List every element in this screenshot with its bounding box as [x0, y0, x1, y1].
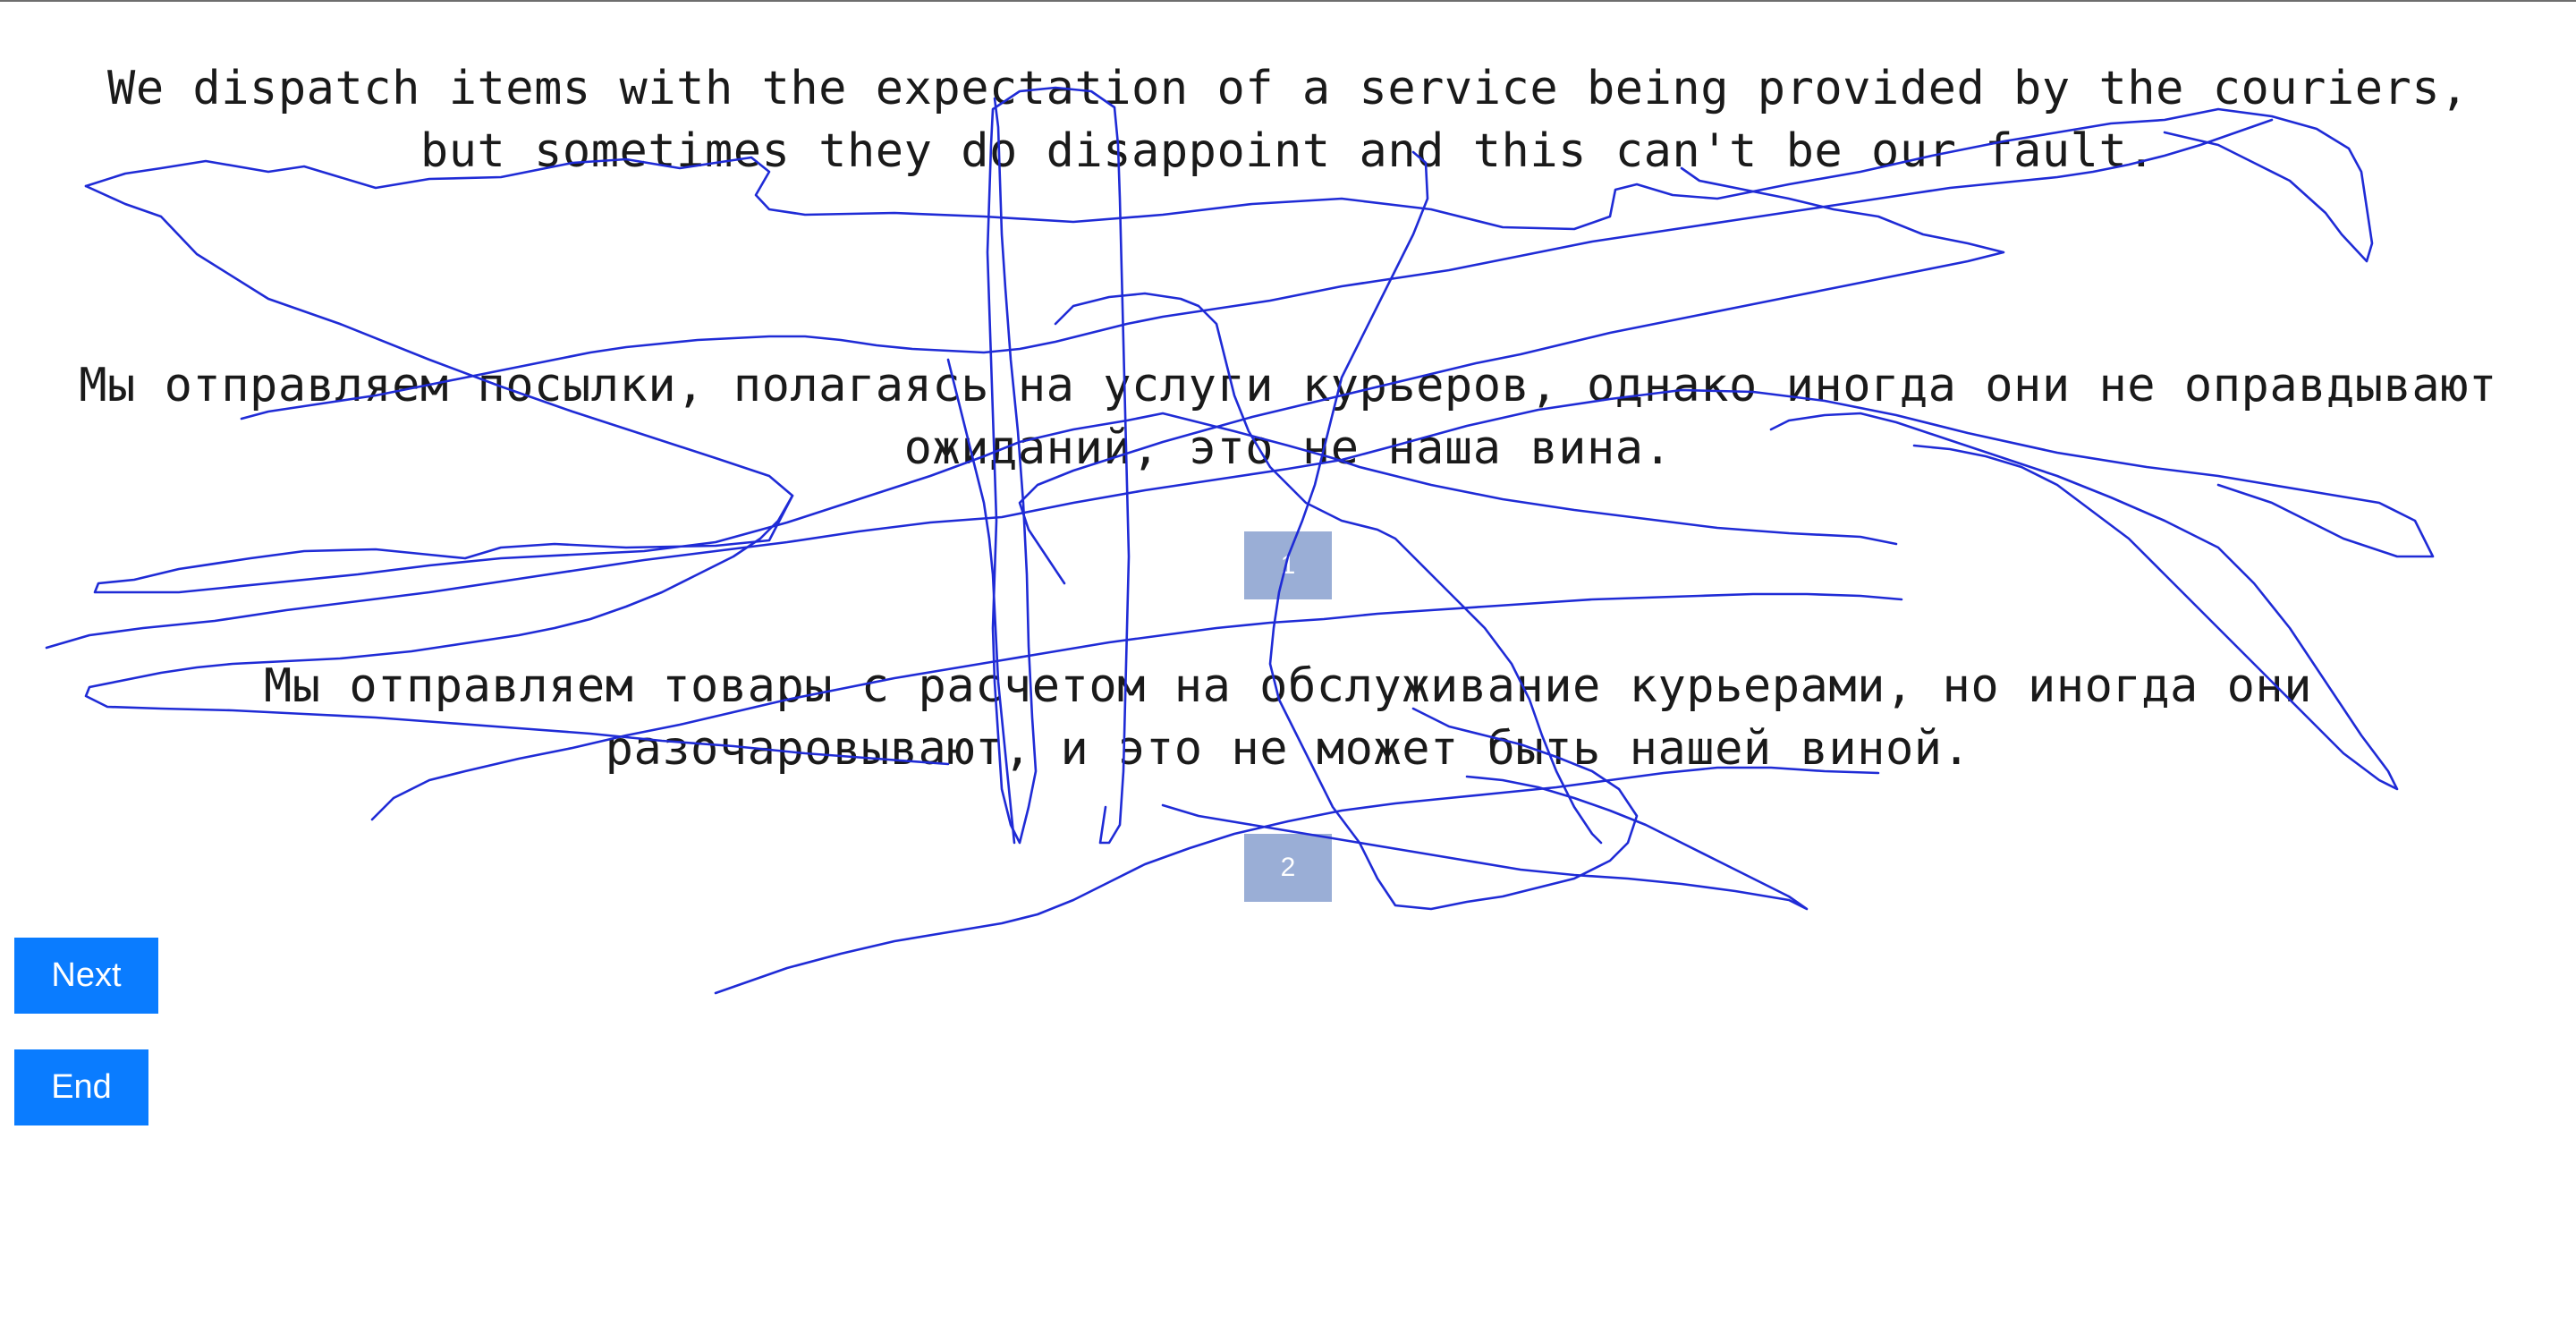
translation-option-2-line-1: Мы отправляем товары с расчетом на обслу… — [263, 659, 2313, 713]
mouse-trace-path-5 — [1268, 150, 1639, 911]
source-sentence-line-1: We dispatch items with the expectation o… — [107, 62, 2469, 115]
translation-option-2-line-2: разочаровывают, и это не может быть наше… — [605, 722, 1971, 776]
choice-button-1[interactable]: 1 — [1244, 531, 1332, 599]
translation-option-1-line-1: Мы отправляем посылки, полагаясь на услу… — [79, 359, 2497, 412]
translation-option-1: Мы отправляем посылки, полагаясь на услу… — [0, 354, 2576, 480]
next-button[interactable]: Next — [14, 938, 158, 1014]
translation-option-1-line-2: ожиданий, это не наша вина. — [903, 421, 1673, 475]
end-button[interactable]: End — [14, 1049, 148, 1125]
source-sentence-line-2: but sometimes they do disappoint and thi… — [419, 124, 2157, 178]
choice-button-2[interactable]: 2 — [1244, 834, 1332, 902]
source-sentence: We dispatch items with the expectation o… — [0, 57, 2576, 183]
translation-option-2: Мы отправляем товары с расчетом на обслу… — [0, 655, 2576, 780]
